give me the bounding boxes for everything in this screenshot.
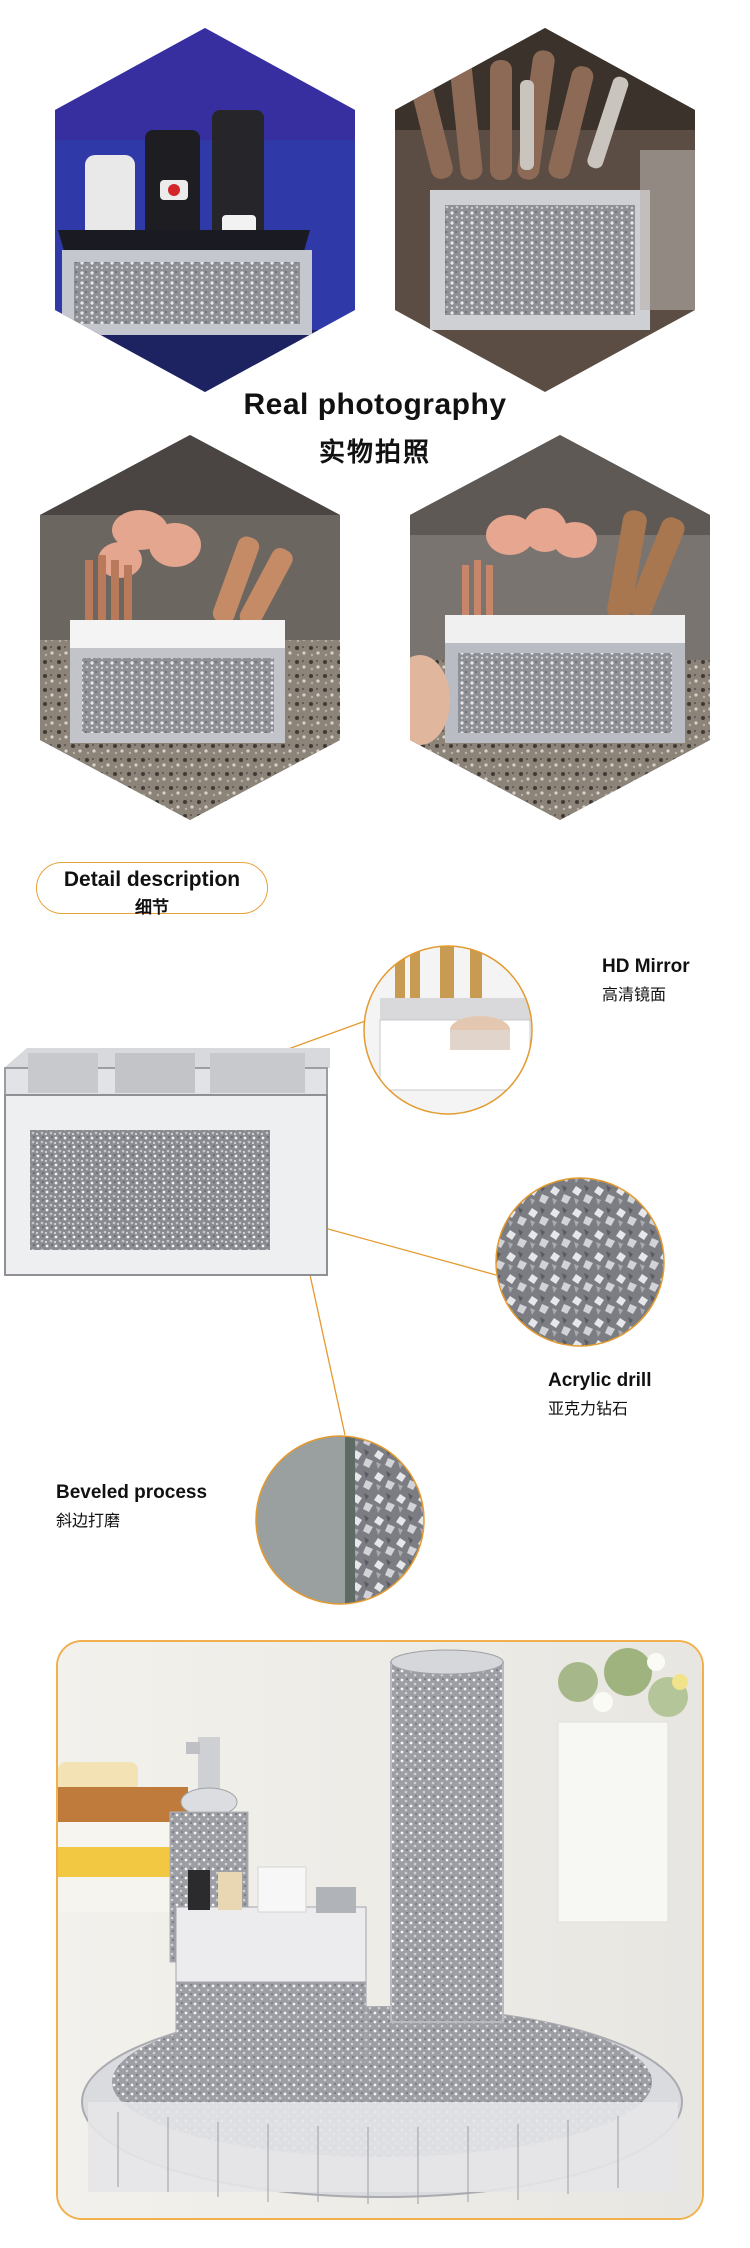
product-box xyxy=(4,1048,330,1276)
hexagon-photo-grid xyxy=(40,28,710,820)
callout-beveled-process-en: Beveled process xyxy=(56,1482,208,1503)
badge-subtitle: 细节 xyxy=(135,898,169,917)
section-subtitle: 实物拍照 xyxy=(318,437,431,467)
callout-hd-mirror-en: HD Mirror xyxy=(602,956,690,977)
badge-title: Detail description xyxy=(63,868,241,891)
books-and-tray xyxy=(58,1762,188,1912)
callout-acrylic-drill-en: Acrylic drill xyxy=(548,1370,652,1391)
flowers xyxy=(557,1648,688,1923)
detail-description-badge: Detail description 细节 xyxy=(36,862,268,917)
photo-remote-holder xyxy=(55,28,355,392)
small-organizer-box xyxy=(175,1866,367,2063)
acrylic-drill-closeup xyxy=(495,1177,665,1347)
callout-hd-mirror-zh: 高清镜面 xyxy=(602,987,667,1004)
detail-diagram xyxy=(4,945,665,1605)
beveled-edge-closeup xyxy=(255,1435,425,1605)
photo-brush-holder-dark xyxy=(395,28,695,392)
real-photography-section: Real photography 实物拍照 xyxy=(0,0,750,840)
hd-mirror-closeup xyxy=(363,945,533,1115)
callout-beveled-process: Beveled process 斜边打磨 xyxy=(56,1482,207,1531)
photo-brush-holder-granite-right xyxy=(410,435,710,820)
glitter-cylinder xyxy=(390,1649,504,2023)
callout-acrylic-drill-zh: 亚克力钻石 xyxy=(548,1401,629,1418)
lifestyle-scene-photo xyxy=(56,1640,704,2220)
tray-mirror-tiles xyxy=(117,2112,619,2204)
photo-brush-holder-granite-left xyxy=(40,435,340,820)
scene-illustration xyxy=(58,1642,702,2218)
callout-beveled-process-zh: 斜边打磨 xyxy=(56,1513,121,1530)
callout-acrylic-drill: Acrylic drill 亚克力钻石 xyxy=(548,1370,652,1419)
callout-hd-mirror: HD Mirror 高清镜面 xyxy=(602,956,690,1005)
section-title: Real photography xyxy=(243,388,507,421)
